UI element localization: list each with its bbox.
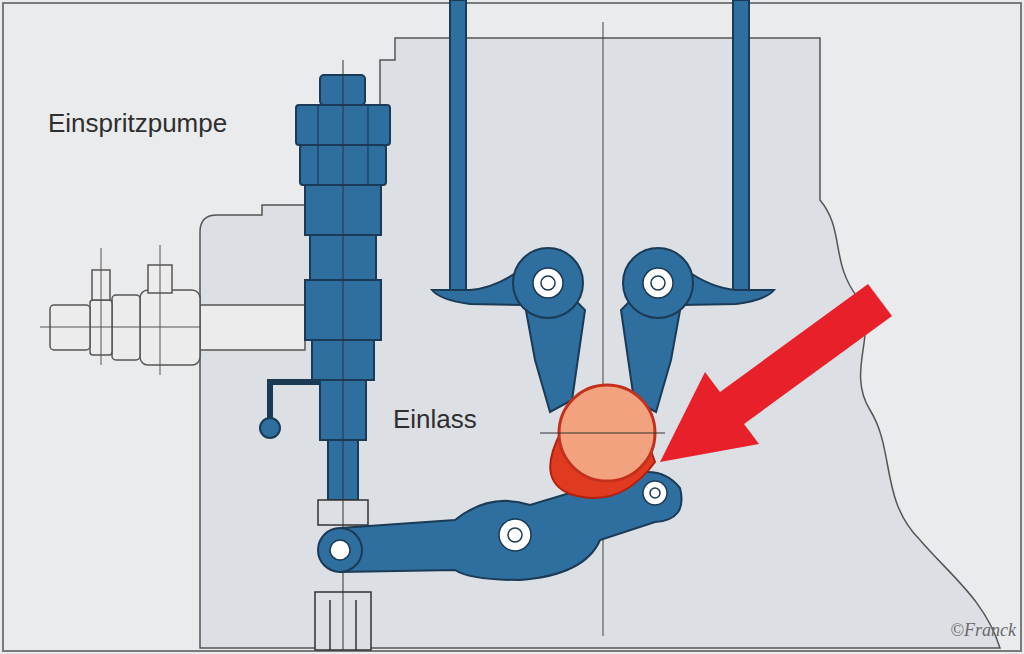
centerline (603, 22, 604, 636)
pipe-fitting (40, 245, 305, 375)
watermark: ©Franck (950, 620, 1016, 640)
injection-pump (260, 75, 390, 500)
part-label-box: Einlass (393, 404, 477, 435)
part-label-box: Einspritzpumpe (48, 108, 227, 139)
push-rods (450, 0, 749, 298)
part-label: Einspritzpumpe (48, 108, 227, 138)
highlight-arrow (660, 284, 892, 462)
engine-housing (200, 38, 1000, 648)
pivot-bores (533, 268, 673, 298)
watermark-box: ©Franck (950, 620, 1016, 641)
part-label: Einlass (393, 404, 477, 434)
frame (3, 3, 1021, 651)
cam-axis (540, 433, 665, 434)
